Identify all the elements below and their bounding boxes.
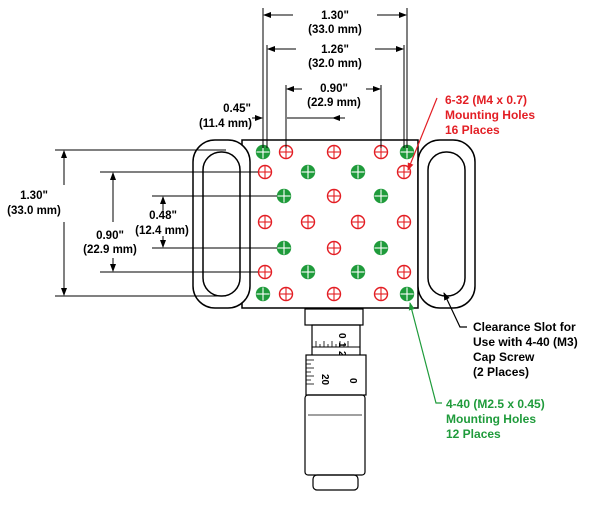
left-clearance-slot <box>192 139 251 309</box>
green-mounting-hole-icon <box>373 188 389 204</box>
micrometer-grip <box>304 394 366 476</box>
slot-callout-line-3: Cap Screw <box>473 350 535 364</box>
micrometer: 0 1 2 0 20 <box>304 308 367 491</box>
barrel-number-2: 2 <box>336 351 347 357</box>
green-mounting-hole-icon <box>276 240 292 256</box>
thimble-number-0: 0 <box>347 378 358 384</box>
green-mounting-hole-icon <box>255 286 271 302</box>
green-callout-line-2: Mounting Holes <box>446 412 536 426</box>
red-mounting-hole-icon <box>257 164 273 180</box>
vertical-pitch-mm: (12.4 mm) <box>135 225 189 237</box>
right-clearance-slot <box>417 139 476 309</box>
center-span-mm: (22.9 mm) <box>307 97 361 109</box>
callout-clearance-slot: Clearance Slot for Use with 4-40 (M3) Ca… <box>443 292 578 379</box>
red-mounting-hole-icon <box>326 144 342 160</box>
center-span-in: 0.90" <box>320 83 348 95</box>
overall-width-mm: (33.0 mm) <box>308 24 362 36</box>
green-callout-line-1: 4-40 (M2.5 x 0.45) <box>446 397 545 411</box>
slot-callout-line-2: Use with 4-40 (M3) <box>473 335 578 349</box>
overall-height-mm: (33.0 mm) <box>7 205 61 217</box>
red-mounting-hole-icon <box>278 286 294 302</box>
thimble-number-20: 20 <box>319 374 330 386</box>
red-callout-line-2: Mounting Holes <box>445 108 535 122</box>
vertical-pitch-in: 0.48" <box>149 210 177 222</box>
red-callout-line-1: 6-32 (M4 x 0.7) <box>445 93 527 107</box>
green-mounting-hole-icon <box>373 240 389 256</box>
mounting-holes <box>255 144 415 302</box>
callout-green-holes: 4-40 (M2.5 x 0.45) Mounting Holes 12 Pla… <box>408 302 545 441</box>
red-mounting-hole-icon <box>278 144 294 160</box>
red-mounting-hole-icon <box>326 188 342 204</box>
green-mounting-hole-icon <box>399 286 415 302</box>
vertical-span-mm: (22.9 mm) <box>83 244 137 256</box>
micrometer-ratchet <box>312 474 359 491</box>
red-mounting-hole-icon <box>326 240 342 256</box>
barrel-ticks <box>315 341 349 347</box>
offset-in: 0.45" <box>223 103 251 115</box>
hole-span-in: 1.26" <box>321 44 349 56</box>
green-callout-line-3: 12 Places <box>446 427 501 441</box>
stage-body <box>192 139 476 309</box>
red-mounting-hole-icon <box>350 214 366 230</box>
micrometer-thimble <box>305 354 367 396</box>
red-mounting-hole-icon <box>396 264 412 280</box>
red-mounting-hole-icon <box>326 286 342 302</box>
micrometer-collar <box>304 308 364 326</box>
green-mounting-hole-icon <box>300 264 316 280</box>
red-mounting-hole-icon <box>300 214 316 230</box>
overall-width-in: 1.30" <box>321 10 349 22</box>
overall-height-in: 1.30" <box>20 190 48 202</box>
barrel-number-0: 0 <box>336 333 347 339</box>
red-mounting-hole-icon <box>373 144 389 160</box>
green-mounting-hole-icon <box>276 188 292 204</box>
green-mounting-hole-icon <box>350 164 366 180</box>
green-mounting-hole-icon <box>300 164 316 180</box>
red-mounting-hole-icon <box>396 214 412 230</box>
red-callout-line-3: 16 Places <box>445 123 500 137</box>
red-mounting-hole-icon <box>373 286 389 302</box>
slot-callout-line-1: Clearance Slot for <box>473 320 576 334</box>
left-dimensions: 1.30" (33.0 mm) 0.90" (22.9 mm) 0.48" (1… <box>7 149 277 297</box>
barrel-number-1: 1 <box>336 342 347 348</box>
green-mounting-hole-icon <box>350 264 366 280</box>
offset-mm: (11.4 mm) <box>199 118 252 130</box>
vertical-span-in: 0.90" <box>96 230 124 242</box>
slot-callout-line-4: (2 Places) <box>473 365 529 379</box>
callout-red-holes: 6-32 (M4 x 0.7) Mounting Holes 16 Places <box>407 93 535 171</box>
red-mounting-hole-icon <box>257 264 273 280</box>
hole-span-mm: (32.0 mm) <box>308 58 362 70</box>
red-mounting-hole-icon <box>257 214 273 230</box>
top-dimensions: 1.30" (33.0 mm) 1.26" (32.0 mm) 0.90" (2… <box>199 8 408 148</box>
thimble-ticks <box>306 359 314 385</box>
red-mounting-hole-icon <box>396 164 412 180</box>
